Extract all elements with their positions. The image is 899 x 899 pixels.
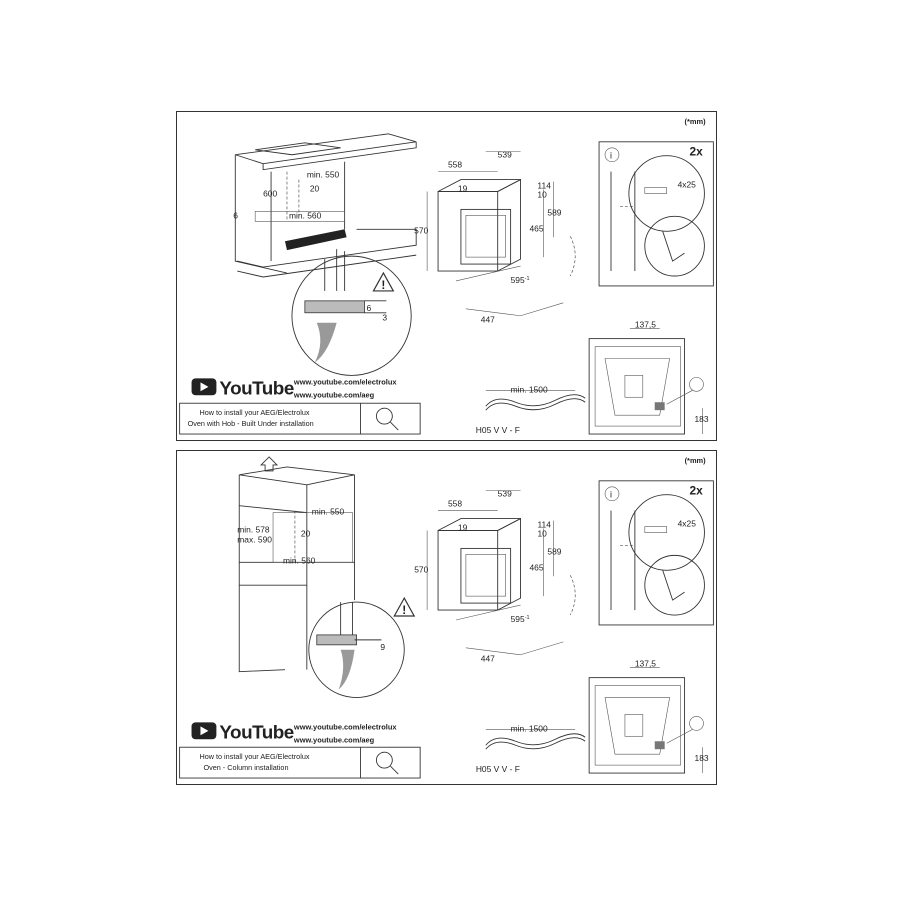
oven-dimension-drawing bbox=[426, 490, 576, 656]
dim-min-550: min. 550 bbox=[312, 507, 345, 517]
howto-line2: Oven - Column installation bbox=[203, 763, 288, 772]
cable-length: min. 1500 bbox=[511, 723, 548, 733]
detail-dim-3: 3 bbox=[382, 313, 387, 323]
column-cabinet-illustration bbox=[238, 456, 355, 673]
dim-min-560: min. 560 bbox=[283, 555, 316, 565]
dim-114: 114 bbox=[537, 520, 551, 530]
dim-539: 539 bbox=[498, 150, 512, 160]
cable-type: H05 V V - F bbox=[476, 764, 520, 774]
dim-595: 595-1 bbox=[511, 614, 530, 624]
detail-magnifier: ! bbox=[308, 596, 416, 698]
dim-min-560: min. 560 bbox=[289, 210, 322, 220]
youtube-logo bbox=[191, 378, 217, 396]
installation-panel-column: (*mm) min. 578 max. 590 min. 550 20 min.… bbox=[176, 450, 717, 785]
dim-465: 465 bbox=[529, 223, 543, 233]
screw-size: 4x25 bbox=[678, 180, 697, 190]
magnifier-icon[interactable] bbox=[375, 751, 399, 775]
dim-max-590: max. 590 bbox=[237, 534, 272, 544]
dim-589: 589 bbox=[547, 207, 561, 217]
dim-539: 539 bbox=[498, 489, 512, 499]
dim-137-5: 137,5 bbox=[635, 659, 656, 669]
dim-558: 558 bbox=[448, 499, 462, 509]
youtube-wordmark: YouTube bbox=[219, 722, 293, 743]
howto-line1: How to install your AEG/Electrolux bbox=[200, 408, 310, 417]
screw-count: 2x bbox=[690, 484, 704, 498]
cable-type: H05 V V - F bbox=[476, 425, 520, 435]
dim-570: 570 bbox=[414, 225, 428, 235]
url-electrolux[interactable]: www.youtube.com/electrolux bbox=[293, 722, 397, 731]
unit-note: (*mm) bbox=[685, 117, 707, 126]
dim-589: 589 bbox=[547, 546, 561, 556]
dim-20: 20 bbox=[301, 528, 311, 538]
dim-10: 10 bbox=[537, 189, 547, 199]
oven-back-view bbox=[588, 667, 704, 774]
screw-size: 4x25 bbox=[678, 519, 697, 529]
dim-183: 183 bbox=[695, 753, 709, 763]
dim-447: 447 bbox=[481, 654, 495, 664]
dim-595: 595-1 bbox=[511, 275, 530, 285]
cable-length: min. 1500 bbox=[511, 384, 548, 394]
worktop-cabinet-illustration bbox=[234, 133, 417, 278]
installation-panel-built-under: (*mm) 600 min. 550 20 min. 560 6 ! 6 3 bbox=[176, 111, 717, 441]
power-cable bbox=[485, 729, 586, 750]
dim-20: 20 bbox=[310, 184, 320, 194]
svg-text:!: ! bbox=[381, 278, 385, 292]
info-icon: i bbox=[610, 490, 612, 500]
dim-6: 6 bbox=[233, 210, 238, 220]
oven-dimension-drawing bbox=[426, 151, 576, 317]
detail-dim-9: 9 bbox=[380, 642, 385, 652]
magnifier-icon[interactable] bbox=[375, 407, 399, 431]
oven-back-view bbox=[588, 328, 704, 435]
dim-10: 10 bbox=[537, 528, 547, 538]
dim-114: 114 bbox=[537, 181, 551, 191]
dim-447: 447 bbox=[481, 315, 495, 325]
url-aeg[interactable]: www.youtube.com/aeg bbox=[293, 735, 375, 744]
dim-19: 19 bbox=[458, 523, 468, 533]
info-icon: i bbox=[610, 151, 612, 161]
howto-line1: How to install your AEG/Electrolux bbox=[199, 752, 309, 761]
howto-box bbox=[179, 746, 421, 779]
screw-count: 2x bbox=[690, 145, 704, 159]
url-aeg[interactable]: www.youtube.com/aeg bbox=[293, 390, 375, 399]
screw-fixing-detail: i bbox=[598, 141, 714, 287]
dim-183: 183 bbox=[694, 414, 708, 424]
dim-465: 465 bbox=[530, 562, 544, 572]
detail-magnifier: ! bbox=[291, 249, 412, 376]
dim-cabinet-height: 600 bbox=[263, 188, 277, 198]
svg-text:!: ! bbox=[402, 603, 406, 617]
dim-570: 570 bbox=[414, 564, 428, 574]
dim-137-5: 137,5 bbox=[635, 320, 656, 330]
howto-box bbox=[179, 402, 421, 435]
screw-fixing-detail: i bbox=[598, 480, 714, 626]
column-diagram: (*mm) min. 578 max. 590 min. 550 20 min.… bbox=[179, 456, 714, 779]
built-under-diagram: (*mm) 600 min. 550 20 min. 560 6 ! 6 3 bbox=[179, 117, 714, 435]
unit-note: (*mm) bbox=[685, 456, 707, 465]
detail-dim-6: 6 bbox=[366, 303, 371, 313]
howto-line2: Oven with Hob - Built Under installation bbox=[188, 419, 314, 428]
youtube-wordmark: YouTube bbox=[219, 378, 293, 399]
power-cable bbox=[485, 390, 586, 411]
url-electrolux[interactable]: www.youtube.com/electrolux bbox=[293, 377, 397, 386]
dim-19: 19 bbox=[458, 184, 468, 194]
dim-558: 558 bbox=[448, 160, 462, 170]
dim-min-578: min. 578 bbox=[237, 525, 270, 535]
dim-min-550: min. 550 bbox=[307, 170, 340, 180]
youtube-logo bbox=[191, 722, 217, 740]
